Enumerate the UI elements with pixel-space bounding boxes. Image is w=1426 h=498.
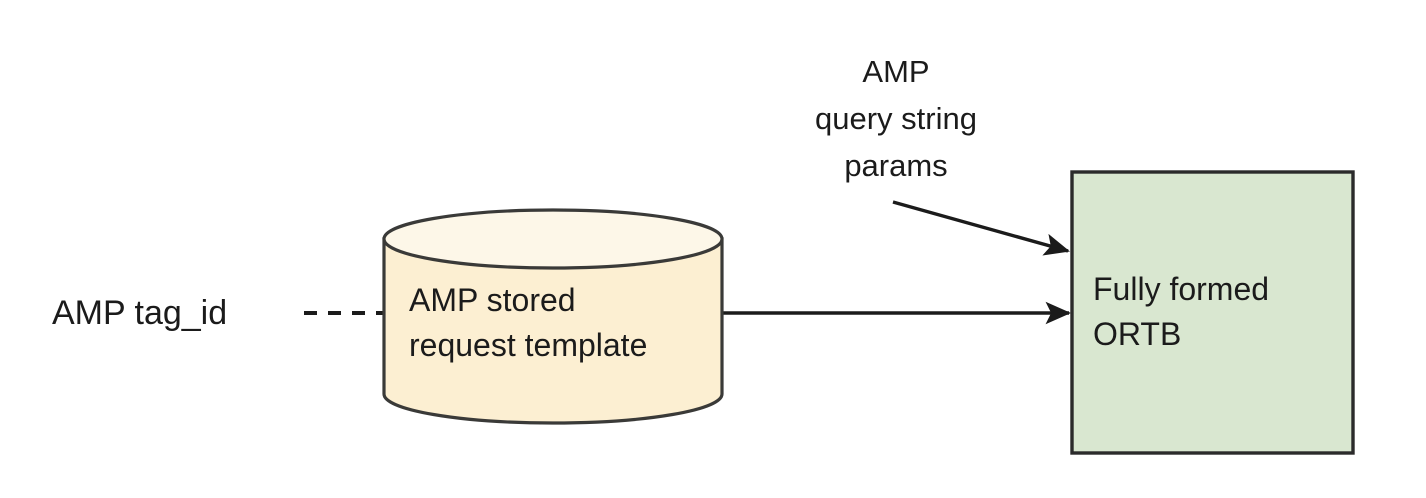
cylinder-body bbox=[382, 237, 724, 425]
cylinder-label-line2: request template bbox=[409, 327, 647, 363]
node-fully-formed-ortb[interactable]: Fully formed ORTB bbox=[1070, 170, 1355, 455]
ortb-label-line1: Fully formed bbox=[1093, 271, 1269, 307]
annotation-line-3: params bbox=[844, 148, 947, 183]
ortb-label-line2: ORTB bbox=[1093, 316, 1181, 352]
annotation-line-1: AMP bbox=[862, 54, 929, 89]
node-amp-stored-request-template[interactable]: AMP stored request template bbox=[382, 208, 724, 425]
annotation-line-2: query string bbox=[815, 101, 977, 136]
edge-params-to-ortb bbox=[892, 200, 1070, 256]
label-amp-tag-id: AMP tag_id bbox=[52, 294, 227, 332]
cylinder-top bbox=[382, 208, 724, 270]
annotation-amp-query-string-params: AMP query string params bbox=[815, 54, 977, 183]
ortb-box bbox=[1070, 170, 1355, 455]
cylinder-label-line1: AMP stored bbox=[409, 282, 576, 318]
